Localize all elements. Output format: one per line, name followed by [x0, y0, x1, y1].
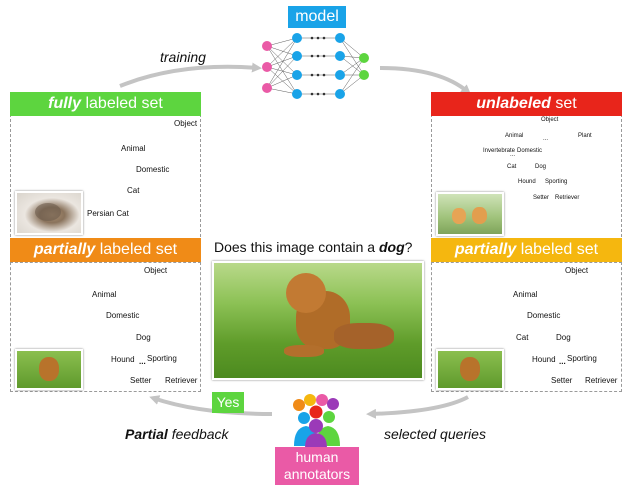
pr-node-cat: Cat — [516, 333, 529, 342]
unlabeled-rest: set — [550, 95, 577, 112]
question-word: dog — [378, 239, 405, 255]
pl-node-object: Object — [144, 266, 168, 275]
annotators-line1: human — [295, 449, 339, 465]
partial-left-rest: labeled set — [95, 241, 178, 258]
pl-node-dog: Dog — [136, 333, 151, 342]
unl-node-sporting: Sporting — [545, 179, 568, 185]
unl-node-hound: Hound — [518, 179, 536, 185]
partial-left-emph: partially — [33, 241, 96, 258]
fully-node-domestic: Domestic — [136, 165, 170, 174]
partial-left-dog-photo — [15, 349, 83, 390]
neural-network-icon — [262, 33, 369, 99]
feedback-word: feedback — [167, 426, 229, 442]
people-group-icon — [293, 394, 340, 448]
partial-right-emph: partially — [454, 241, 517, 258]
fully-node-cat: Cat — [127, 186, 140, 195]
query-dog-photo — [212, 261, 424, 380]
pr-node-animal: Animal — [513, 290, 538, 299]
unl-node-animal: Animal — [505, 133, 524, 139]
training-caption: training — [160, 49, 206, 65]
unlabeled-arrow — [379, 66, 472, 95]
pr-dots: ... — [559, 357, 566, 366]
partial-left-banner: partially labeled set — [10, 238, 201, 262]
question-suffix: ? — [404, 239, 413, 255]
unl-dots-b: ... — [510, 152, 516, 158]
kitten-photo — [15, 191, 83, 235]
fully-node-animal: Animal — [121, 144, 146, 153]
fully-node-persian: Persian Cat — [87, 209, 129, 218]
pl-node-setter: Setter — [130, 376, 152, 385]
question-prefix: Does this image contain a — [214, 239, 379, 255]
pr-node-dog: Dog — [556, 333, 571, 342]
unl-node-invertebrate: Invertebrate — [483, 148, 516, 154]
partial-feedback-arrow — [149, 395, 273, 416]
yes-answer-text: Yes — [216, 394, 240, 410]
unlabeled-banner: unlabeled set — [431, 92, 622, 116]
unlabeled-emph: unlabeled — [476, 95, 551, 112]
pr-node-object: Object — [565, 266, 589, 275]
unl-node-plant: Plant — [578, 133, 592, 139]
unl-node-setter: Setter — [533, 195, 550, 201]
training-arrow — [119, 62, 262, 88]
query-question: Does this image contain a dog? — [214, 239, 412, 255]
pl-dots: ... — [139, 357, 146, 366]
pl-node-retriever: Retriever — [165, 376, 198, 385]
fully-node-object: Object — [174, 119, 198, 128]
pl-node-domestic: Domestic — [106, 311, 140, 320]
unl-node-object: Object — [541, 117, 559, 123]
pr-node-setter: Setter — [551, 376, 573, 385]
fully-emph: fully — [48, 95, 82, 112]
human-annotators-label: human annotators — [275, 447, 359, 485]
kittens-grass-photo — [436, 192, 504, 236]
partial-word: Partial — [125, 426, 168, 442]
fully-rest: labeled set — [81, 95, 163, 112]
annotators-line2: annotators — [283, 466, 351, 482]
pl-node-sporting: Sporting — [147, 354, 177, 363]
partial-right-rest: labeled set — [516, 241, 599, 258]
yes-answer: Yes — [212, 392, 244, 413]
selected-queries-caption: selected queries — [384, 426, 486, 442]
unl-node-dog: Dog — [535, 164, 547, 170]
pr-node-retriever: Retriever — [585, 376, 618, 385]
partial-feedback-caption: Partial feedback — [125, 426, 229, 442]
selected-queries-arrow — [366, 395, 469, 419]
model-label-text: model — [295, 8, 339, 25]
unl-node-retriever: Retriever — [555, 195, 580, 201]
pl-node-hound: Hound — [111, 355, 135, 364]
pr-node-domestic: Domestic — [527, 311, 561, 320]
pl-node-animal: Animal — [92, 290, 117, 299]
model-label: model — [288, 6, 346, 28]
fully-labeled-banner: fully labeled set — [10, 92, 201, 116]
partial-right-dog-photo — [436, 349, 504, 390]
pr-node-hound: Hound — [532, 355, 556, 364]
unl-node-cat: Cat — [507, 164, 517, 170]
unl-dots-a: ... — [543, 136, 549, 142]
unl-node-domestic: Domestic — [517, 148, 543, 154]
partial-right-banner: partially labeled set — [431, 238, 622, 262]
pr-node-sporting: Sporting — [567, 354, 597, 363]
